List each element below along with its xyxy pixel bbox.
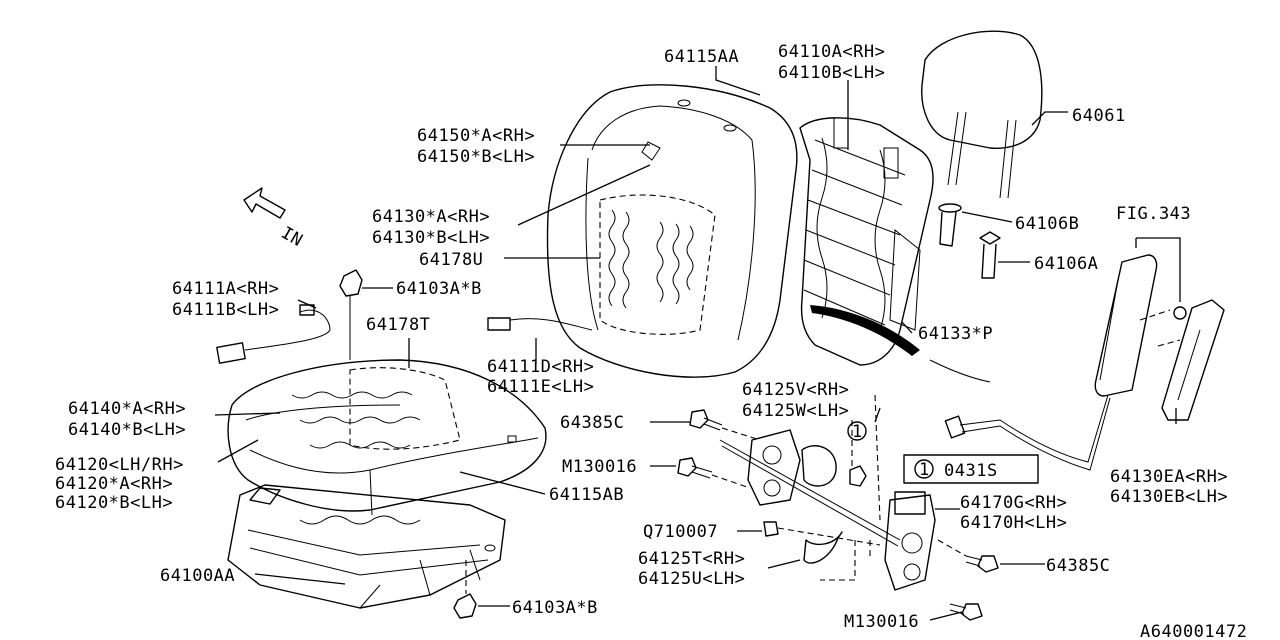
legend-part: 0431S bbox=[944, 461, 998, 481]
wire-harnesses bbox=[216, 304, 991, 383]
label-64140B: 64140*B<LH> bbox=[68, 420, 186, 440]
label-64130EB: 64130EB<LH> bbox=[1110, 487, 1228, 507]
heater-wire-strip bbox=[810, 305, 920, 356]
label-64178T: 64178T bbox=[366, 315, 430, 335]
part-labels: 64115AA 64110A<RH> 64110B<LH> 64061 6415… bbox=[55, 42, 1247, 640]
airbag-harness bbox=[944, 394, 1111, 471]
label-64106B: 64106B bbox=[1015, 214, 1079, 234]
label-M130016-bottom: M130016 bbox=[844, 612, 919, 632]
headrest bbox=[921, 30, 1043, 199]
seat-back-cushion bbox=[546, 84, 798, 378]
label-64110A: 64110A<RH> bbox=[778, 42, 885, 62]
label-64103A-top: 64103A*B bbox=[396, 279, 482, 299]
label-64120-lhrh: 64120<LH/RH> bbox=[55, 455, 184, 475]
label-64120B: 64120*B<LH> bbox=[55, 493, 173, 513]
seat-cushion bbox=[227, 359, 547, 516]
label-64385C-top: 64385C bbox=[560, 413, 624, 433]
label-64130A: 64130*A<RH> bbox=[372, 207, 490, 227]
label-64133P: 64133*P bbox=[918, 324, 993, 344]
label-64170H: 64170H<LH> bbox=[960, 513, 1067, 533]
label-64125T: 64125T<RH> bbox=[638, 549, 745, 569]
label-64061: 64061 bbox=[1072, 106, 1126, 126]
label-64120A: 64120*A<RH> bbox=[55, 474, 173, 494]
label-64111D: 64111D<RH> bbox=[487, 357, 594, 377]
callout-1: 1 bbox=[847, 421, 867, 442]
in-direction-arrow: IN bbox=[243, 187, 307, 251]
seat-cushion-pad bbox=[349, 367, 461, 450]
label-64150B: 64150*B<LH> bbox=[417, 147, 535, 167]
label-Q710007: Q710007 bbox=[643, 522, 718, 542]
recliner-assembly bbox=[719, 429, 936, 591]
label-64111E: 64111E<LH> bbox=[487, 377, 594, 397]
label-64385C-bottom: 64385C bbox=[1046, 556, 1110, 576]
label-fig343: FIG.343 bbox=[1116, 204, 1191, 224]
label-64106A: 64106A bbox=[1034, 254, 1098, 274]
label-64125U: 64125U<LH> bbox=[638, 569, 745, 589]
label-64178U: 64178U bbox=[419, 250, 483, 270]
label-64111B: 64111B<LH> bbox=[172, 300, 279, 320]
assembly-lines bbox=[711, 394, 967, 581]
label-64170G: 64170G<RH> bbox=[960, 493, 1067, 513]
seat-frame bbox=[227, 484, 506, 609]
callout-number: 1 bbox=[852, 422, 863, 442]
label-64103A-bottom: 64103A*B bbox=[512, 598, 598, 618]
label-64130B: 64130*B<LH> bbox=[372, 228, 490, 248]
label-M130016-top: M130016 bbox=[562, 457, 637, 477]
leader-lines bbox=[214, 66, 1181, 621]
label-64130EA: 64130EA<RH> bbox=[1110, 467, 1228, 487]
seat-back-frame bbox=[799, 117, 934, 366]
diagram-id: A640001472 bbox=[1140, 622, 1247, 640]
label-64115AB: 64115AB bbox=[549, 485, 624, 505]
clip-64103A-top bbox=[339, 269, 363, 360]
label-64115AA: 64115AA bbox=[664, 47, 739, 67]
side-airbag-module bbox=[1094, 254, 1225, 421]
label-64100AA: 64100AA bbox=[160, 566, 235, 586]
direction-label: IN bbox=[278, 223, 307, 251]
label-64150A: 64150*A<RH> bbox=[417, 126, 535, 146]
recliner-bolts bbox=[677, 409, 999, 621]
legend-number: 1 bbox=[919, 460, 930, 480]
label-64140A: 64140*A<RH> bbox=[68, 399, 186, 419]
seat-back-pad bbox=[599, 194, 716, 335]
callout-legend: 1 0431S bbox=[903, 454, 1039, 484]
label-64110B: 64110B<LH> bbox=[778, 63, 885, 83]
label-64111A: 64111A<RH> bbox=[172, 279, 279, 299]
label-64125W: 64125W<LH> bbox=[742, 401, 849, 421]
headrest-guides bbox=[938, 203, 1001, 279]
clip-64103A-bottom bbox=[453, 560, 477, 619]
label-64125V: 64125V<RH> bbox=[742, 380, 849, 400]
